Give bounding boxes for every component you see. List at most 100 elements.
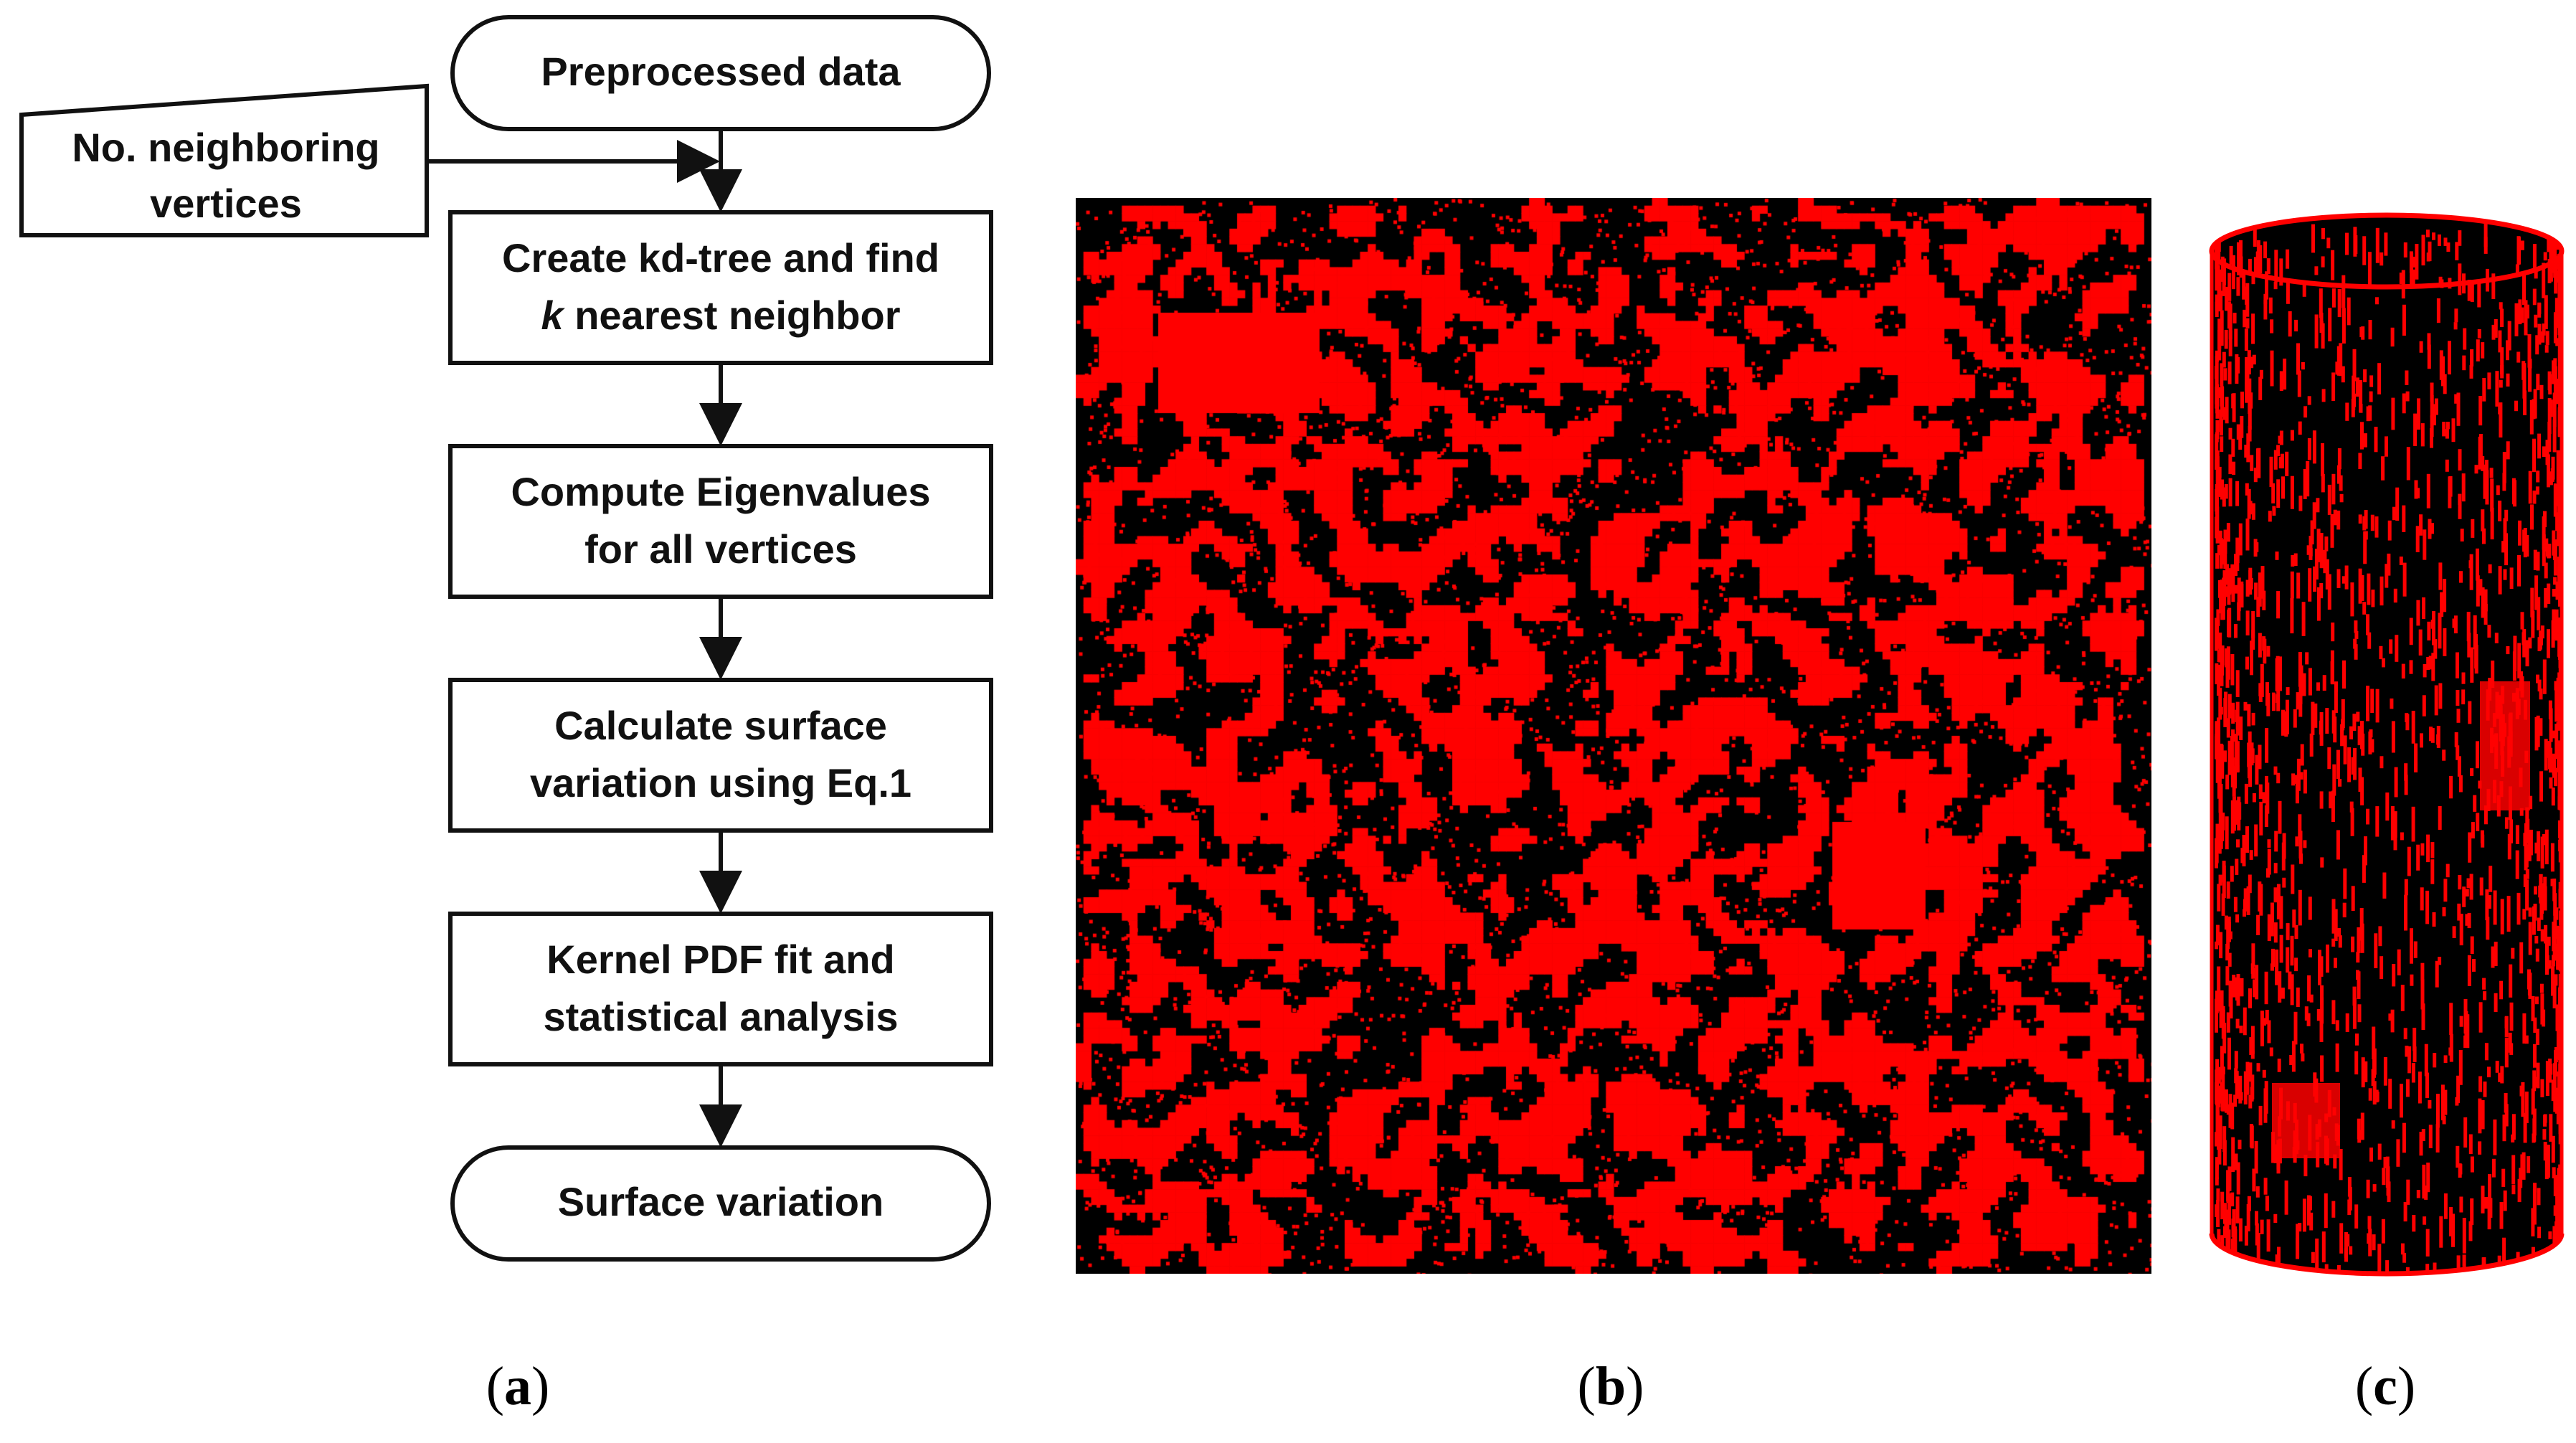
cylinder-point [2443, 1193, 2448, 1219]
cylinder-point [2260, 1011, 2264, 1046]
cylinder-point [2345, 402, 2349, 421]
cylinder-point [2264, 805, 2268, 827]
cylinder-point [2245, 519, 2250, 551]
cylinder-point [2461, 473, 2466, 502]
cylinder-point [2232, 313, 2237, 323]
cylinder-point [2515, 825, 2519, 844]
cylinder-point [2544, 587, 2548, 608]
cylinder-point [2537, 597, 2541, 630]
cylinder-point [2336, 569, 2341, 588]
cylinder-point [2557, 1072, 2562, 1104]
cylinder-point [2499, 1202, 2504, 1229]
cylinder-point [2535, 948, 2539, 962]
cylinder-point [2470, 281, 2474, 303]
cylinder-point [2468, 701, 2472, 724]
cylinder-point [2221, 1009, 2225, 1039]
cylinder-point [2494, 993, 2498, 1013]
cylinder-point [2509, 1043, 2514, 1055]
cylinder-point [2372, 1026, 2376, 1059]
cylinder-point [2434, 685, 2438, 716]
cylinder-point [2534, 575, 2539, 610]
cylinder-point [2498, 1072, 2502, 1082]
cylinder-point [2557, 787, 2562, 803]
cylinder-points [2215, 222, 2562, 1274]
cylinder-point [2353, 227, 2357, 257]
cylinder-point [2296, 692, 2300, 710]
cylinder-point [2372, 1184, 2377, 1192]
cylinder-point [2260, 566, 2265, 593]
cylinder-point [2456, 1255, 2461, 1269]
cylinder-point [2406, 1179, 2410, 1205]
cylinder-point [2215, 484, 2219, 515]
cylinder-point [2217, 1123, 2221, 1150]
cylinder-point [2336, 465, 2341, 484]
cylinder-point [2336, 346, 2341, 376]
cylinder-point [2222, 351, 2226, 368]
cylinder-point [2248, 874, 2252, 894]
cylinder-point [2552, 1226, 2557, 1239]
cylinder-point [2281, 709, 2285, 736]
cylinder-point [2280, 453, 2284, 469]
cylinder-point [2375, 227, 2380, 263]
cylinder-point [2407, 1046, 2412, 1074]
cylinder-point [2312, 430, 2316, 464]
cylinder-point [2535, 335, 2539, 355]
cylinder-point [2331, 288, 2336, 308]
cylinder-point [2276, 445, 2281, 457]
cylinder-point [2236, 839, 2240, 848]
cylinder-point [2268, 297, 2273, 314]
cylinder-point [2217, 1229, 2221, 1247]
cylinder-point [2507, 833, 2511, 860]
cylinder-point [2239, 1092, 2243, 1101]
cylinder-point [2215, 1097, 2220, 1132]
cylinder-point [2555, 1205, 2560, 1225]
cylinder-point [2248, 425, 2252, 442]
cylinder-point [2478, 780, 2482, 789]
cylinder-point [2217, 242, 2221, 252]
cylinder-point [2217, 1066, 2221, 1084]
cylinder-point [2380, 956, 2384, 980]
cylinder-point [2429, 727, 2433, 742]
cylinder-point [2549, 708, 2553, 742]
cylinder-point [2463, 1035, 2468, 1048]
cylinder-point [2302, 283, 2306, 297]
cylinder-point [2307, 438, 2311, 460]
cylinder-point [2483, 464, 2487, 499]
cylinder-point [2459, 1196, 2463, 1213]
cylinder-point [2477, 328, 2481, 339]
cylinder-point [2393, 811, 2397, 838]
cylinder-point [2551, 787, 2555, 806]
cylinder-point [2554, 974, 2558, 986]
cylinder-point [2543, 886, 2547, 911]
cylinder-point [2233, 1094, 2238, 1107]
cylinder-point [2277, 1059, 2281, 1072]
cylinder-point [2411, 711, 2415, 744]
panel-label-c: (c) [2354, 1356, 2416, 1416]
cylinder-point [2233, 766, 2238, 789]
cylinder-point [2557, 410, 2562, 437]
cylinder-point [2258, 1105, 2263, 1126]
cylinder-point [2542, 446, 2546, 458]
cylinder-point [2448, 1047, 2453, 1056]
cylinder-point [2238, 436, 2243, 450]
cylinder-point [2358, 514, 2362, 524]
cylinder-point [2296, 1224, 2300, 1258]
input-label-line1: No. neighboring [72, 125, 379, 170]
cylinder-point [2270, 350, 2274, 387]
cylinder-point [2366, 808, 2369, 825]
cylinder-point [2364, 1061, 2368, 1082]
cylinder-point [2494, 633, 2499, 643]
cylinder-point [2522, 363, 2527, 399]
cylinder-point [2432, 232, 2435, 240]
cylinder-point [2275, 658, 2279, 692]
cylinder-point [2294, 319, 2298, 332]
cylinder-point [2532, 244, 2537, 268]
cylinder-point [2309, 949, 2312, 957]
cylinder-point [2521, 1082, 2525, 1117]
cylinder-point [2533, 1044, 2537, 1068]
cylinder-point [2531, 1208, 2535, 1236]
cylinder-point [2490, 507, 2494, 540]
cylinder-point [2554, 609, 2559, 641]
cylinder-point [2478, 1098, 2482, 1134]
cylinder-point [2232, 461, 2236, 475]
